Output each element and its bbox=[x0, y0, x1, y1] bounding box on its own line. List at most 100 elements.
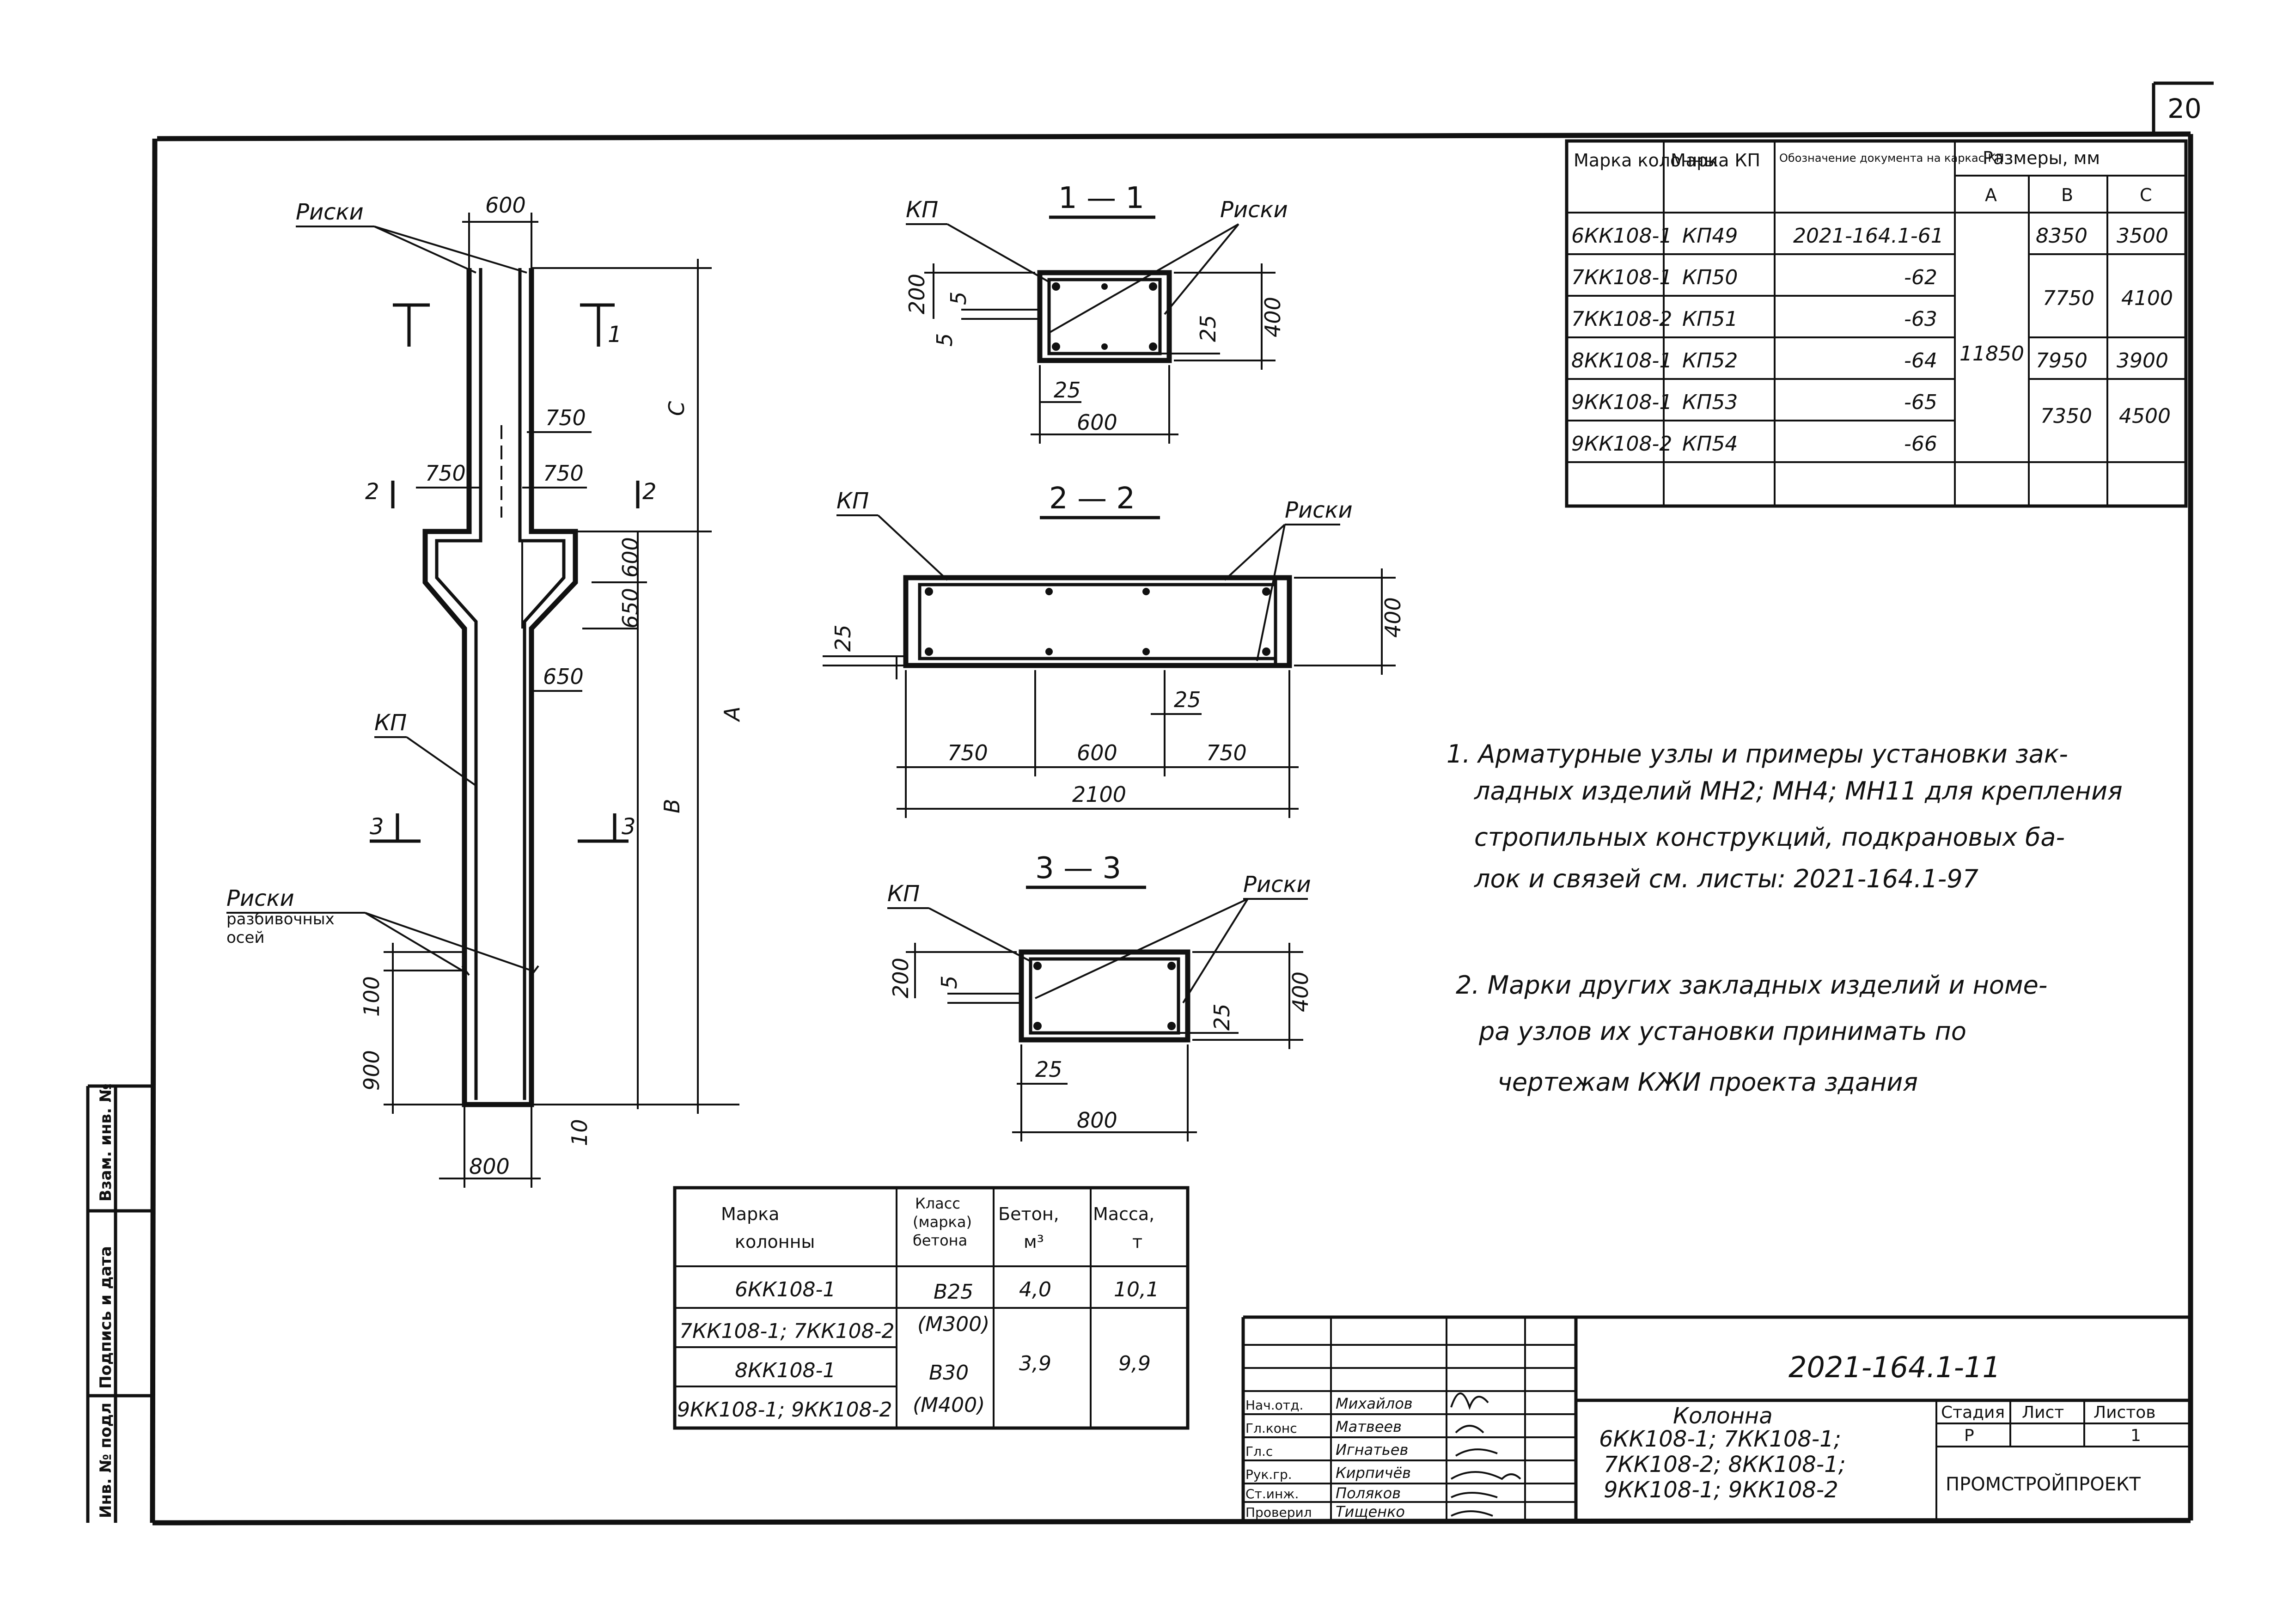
concrete-row-4-mark: 9КК108-1; 9КК108-2 bbox=[677, 1398, 892, 1422]
section-2-2: 2 — 2 КП Риски 25 400 25 750 bbox=[823, 482, 1405, 818]
dim-100: 100 bbox=[359, 976, 384, 1017]
concrete-h-mark-2: колонны bbox=[735, 1232, 815, 1252]
sizes-row-mark: 8КК108-1 bbox=[1571, 349, 1672, 372]
dim-b: В bbox=[659, 799, 684, 813]
sizes-row-mark: 7КК108-1 bbox=[1571, 266, 1672, 289]
role-5: Ст.инж. bbox=[1245, 1486, 1299, 1502]
s1-dim-5a: 5 bbox=[946, 292, 971, 305]
section-marks: 1 2 2 3 3 bbox=[365, 303, 657, 843]
note-2-line-1: 2. Марки других закладных изделий и номе… bbox=[1456, 971, 2047, 1000]
role-6: Проверил bbox=[1245, 1505, 1312, 1520]
sizes-a-value: 11850 bbox=[1959, 342, 2024, 366]
sheet-frame: 20 bbox=[150, 81, 2214, 1526]
title-line-1: Колонна bbox=[1673, 1403, 1773, 1429]
s2-label-kp: КП bbox=[836, 488, 869, 514]
section-mark-2-right: 2 bbox=[642, 479, 657, 505]
s3-dim-5: 5 bbox=[937, 976, 962, 989]
name-4: Кирпичёв bbox=[1336, 1464, 1411, 1482]
s1-dim-25b: 25 bbox=[1196, 315, 1221, 342]
name-6: Тищенко bbox=[1336, 1503, 1405, 1520]
concrete-class-1m: (М300) bbox=[917, 1313, 989, 1336]
s3-dim-height: 400 bbox=[1288, 971, 1313, 1012]
note-1-line-2: ладных изделий МН2; МН4; МН11 для крепле… bbox=[1474, 776, 2123, 806]
sizes-row-kp: КП50 bbox=[1682, 266, 1738, 289]
concrete-h-mark-1: Марка bbox=[721, 1204, 779, 1224]
role-2: Гл.конс bbox=[1245, 1421, 1297, 1436]
s1-dim-5b: 5 bbox=[932, 333, 957, 347]
section-3-title: 3 — 3 bbox=[1035, 851, 1121, 885]
sizes-h-doc: Обозначение документа на каркас КП bbox=[1779, 152, 2004, 165]
section-mark-3-left: 3 bbox=[370, 814, 384, 840]
sizes-row-doc: -63 bbox=[1904, 307, 1937, 331]
sizes-row-b: 7750 bbox=[2043, 287, 2094, 310]
sizes-row-c: 3500 bbox=[2117, 224, 2168, 248]
s2-dim-25b: 25 bbox=[1174, 687, 1201, 712]
sizes-row-doc: -65 bbox=[1904, 391, 1937, 414]
sizes-h-c: С bbox=[2140, 185, 2152, 205]
s3-dim-25a: 25 bbox=[1035, 1057, 1062, 1082]
side-stamp-inv-orig: Инв. № подл bbox=[97, 1403, 115, 1518]
signature-scribbles bbox=[1450, 1392, 1521, 1517]
side-stamp: Взам. инв. № Подпись и дата Инв. № подл bbox=[86, 1083, 153, 1523]
concrete-h-vol-1: Бетон, bbox=[998, 1204, 1059, 1224]
dim-10: 10 bbox=[567, 1119, 592, 1146]
concrete-mass-1: 10,1 bbox=[1114, 1278, 1159, 1301]
title-line-3: 7КК108-2; 8КК108-1; bbox=[1604, 1452, 1846, 1477]
s3-dim-width: 800 bbox=[1077, 1108, 1117, 1133]
dim-a: А bbox=[720, 707, 745, 722]
section-mark-1: 1 bbox=[608, 322, 622, 348]
s1-dim-height: 400 bbox=[1260, 297, 1285, 337]
s2-dim-600: 600 bbox=[1077, 740, 1117, 765]
dim-650-console: 650 bbox=[618, 588, 643, 629]
sizes-row-6: 9КК108-2 КП54 -66 bbox=[1571, 432, 1937, 456]
section-mark-2-left: 2 bbox=[365, 479, 379, 505]
note-1-line-3: стропильных конструкций, подкрановых ба- bbox=[1474, 823, 2065, 852]
s1-label-riski: Риски bbox=[1220, 197, 1288, 223]
section-2-title: 2 — 2 bbox=[1049, 482, 1135, 516]
sizes-h-kp: Марка КП bbox=[1671, 150, 1760, 171]
s3-dim-200: 200 bbox=[888, 958, 913, 998]
dim-750-top: 750 bbox=[545, 405, 586, 430]
name-1: Михайлов bbox=[1336, 1395, 1413, 1412]
sizes-row-mark: 9КК108-1 bbox=[1571, 391, 1672, 414]
concrete-table: Марка колонны Класс (марка) бетона Бетон… bbox=[673, 1186, 1190, 1430]
org-name: ПРОМСТРОЙПРОЕКТ bbox=[1946, 1473, 2141, 1495]
sizes-row-doc: -62 bbox=[1904, 266, 1937, 289]
stage-header: Стадия bbox=[1941, 1403, 2005, 1422]
concrete-h-mass-1: Масса, bbox=[1093, 1204, 1154, 1224]
sizes-row-c: 4500 bbox=[2119, 404, 2171, 428]
sizes-row-5: 9КК108-1 КП53 -65 7350 4500 bbox=[1571, 391, 2171, 428]
sizes-row-c: 3900 bbox=[2117, 349, 2168, 372]
sizes-h-a: А bbox=[1985, 185, 1997, 205]
section-mark-3-right: 3 bbox=[622, 814, 636, 840]
s2-dim-height: 400 bbox=[1380, 597, 1405, 638]
s2-dim-750a: 750 bbox=[947, 740, 988, 765]
sizes-row-4: 8КК108-1 КП52 -64 7950 3900 bbox=[1571, 349, 2168, 372]
dim-900: 900 bbox=[359, 1050, 384, 1091]
s1-dim-25a: 25 bbox=[1054, 378, 1081, 403]
dim-750-left: 750 bbox=[425, 461, 466, 486]
name-5: Поляков bbox=[1336, 1484, 1401, 1502]
dim-650-bottom: 650 bbox=[543, 664, 584, 689]
label-riski-top: Риски bbox=[296, 199, 364, 225]
column-elevation: 600 800 С А В 750 750 750 600 650 650 bbox=[226, 193, 745, 1188]
sizes-row-b: 7350 bbox=[2040, 404, 2092, 428]
s2-dim-total: 2100 bbox=[1072, 782, 1126, 807]
dim-750-right: 750 bbox=[543, 461, 584, 486]
sizes-h-mark: Марка колонны bbox=[1574, 150, 1718, 171]
sizes-row-1: 6КК108-1 КП49 2021-164.1-61 8350 3500 bbox=[1571, 224, 2168, 248]
concrete-h-class-1: Класс bbox=[915, 1195, 960, 1212]
role-3: Гл.с bbox=[1245, 1444, 1273, 1459]
dim-600-console: 600 bbox=[618, 537, 643, 578]
side-stamp-signature: Подпись и дата bbox=[97, 1246, 115, 1389]
concrete-vol-1: 4,0 bbox=[1019, 1278, 1051, 1301]
concrete-h-class-2: (марка) bbox=[913, 1213, 972, 1231]
title-line-2: 6КК108-1; 7КК108-1; bbox=[1599, 1426, 1841, 1452]
concrete-h-vol-2: м³ bbox=[1024, 1232, 1044, 1252]
sizes-row-2: 7КК108-1 КП50 -62 7750 4100 bbox=[1571, 266, 2173, 310]
s1-label-kp: КП bbox=[906, 197, 938, 223]
concrete-mass-2: 9,9 bbox=[1118, 1352, 1151, 1375]
s1-dim-width: 600 bbox=[1077, 410, 1117, 435]
sizes-row-mark: 9КК108-2 bbox=[1571, 432, 1672, 456]
